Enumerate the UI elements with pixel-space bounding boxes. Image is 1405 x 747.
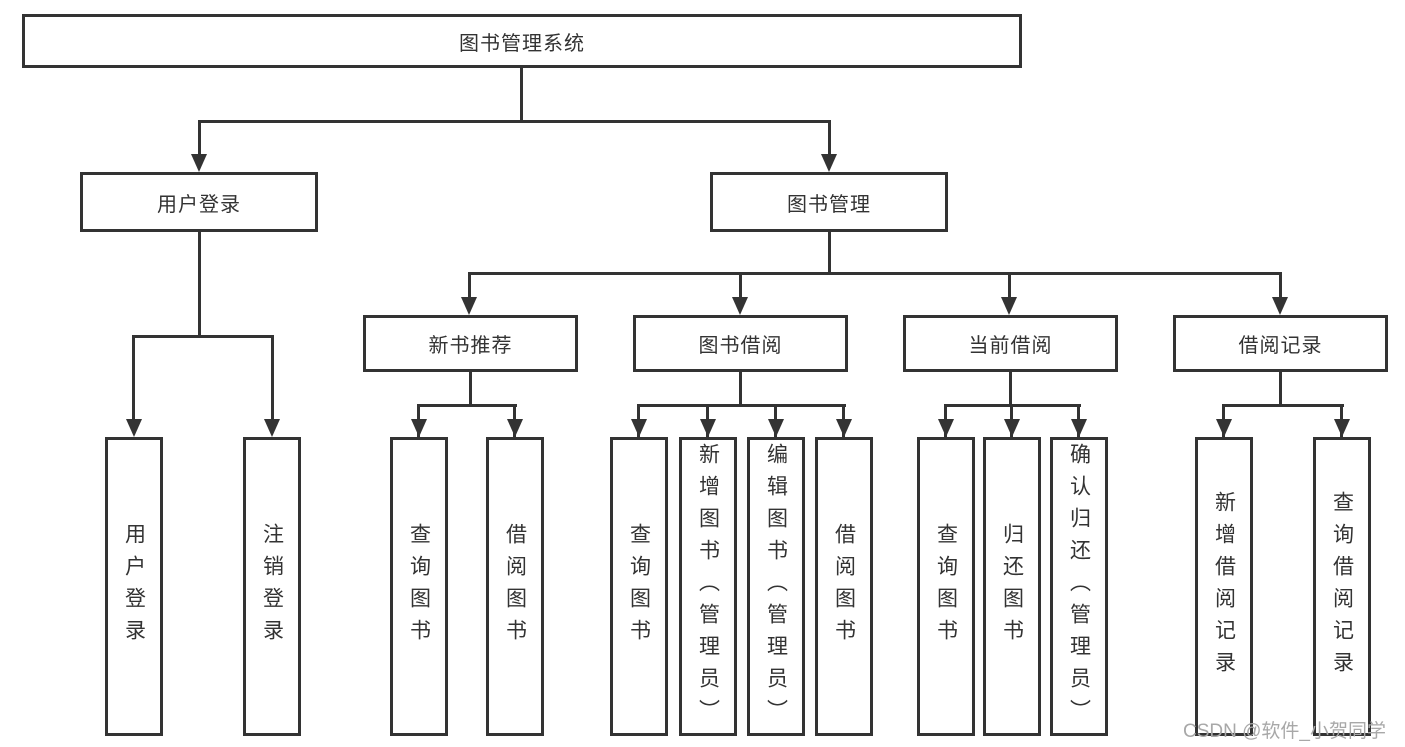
node-book-management-label: 图书管理 [787,193,871,216]
arrow-down-icon [836,419,852,437]
connector-root-stem-left [198,120,201,156]
arrow-down-icon [1004,419,1020,437]
connector-book-borrow-drop [739,372,742,404]
connector-book-mgmt-drop [828,232,831,272]
leaf-query-borrow-record: 查询借阅记录 [1313,437,1371,736]
leaf-user-login: 用户登录 [105,437,163,736]
node-library-system: 图书管理系统 [22,14,1022,68]
node-library-system-label: 图书管理系统 [459,32,585,55]
arrow-down-icon [631,419,647,437]
connector-root-rail [198,120,831,123]
connector-user-login-stem-2 [271,335,274,420]
leaf-add-borrow-record: 新增借阅记录 [1195,437,1253,736]
connector-new-book-rail [417,404,517,407]
leaf-edit-books-admin-label: 编辑图书（管理员） [764,442,788,731]
arrow-down-icon [768,419,784,437]
arrow-down-icon [1334,419,1350,437]
arrow-down-icon [1071,419,1087,437]
leaf-edit-books-admin: 编辑图书（管理员） [747,437,805,736]
arrow-down-icon [1216,419,1232,437]
arrow-down-icon [191,154,207,172]
arrow-down-icon [732,297,748,315]
node-new-book-recommend: 新书推荐 [363,315,578,372]
connector-new-book-drop [469,372,472,404]
arrow-down-icon [1272,297,1288,315]
leaf-logout: 注销登录 [243,437,301,736]
leaf-user-login-label: 用户登录 [122,522,146,651]
leaf-borrow-books-recommend: 借阅图书 [486,437,544,736]
leaf-confirm-return-admin: 确认归还（管理员） [1050,437,1108,736]
node-book-borrow: 图书借阅 [633,315,848,372]
connector-book-mgmt-stem-3 [1008,272,1011,299]
leaf-logout-label: 注销登录 [260,522,284,651]
arrow-down-icon [461,297,477,315]
leaf-query-books-recommend-label: 查询图书 [407,522,431,651]
connector-book-mgmt-stem-1 [468,272,471,299]
connector-user-login-rail [132,335,274,338]
node-current-borrow-label: 当前借阅 [968,335,1053,357]
leaf-borrow-books-label: 借阅图书 [832,522,856,651]
leaf-confirm-return-admin-label: 确认归还（管理员） [1067,442,1091,731]
leaf-query-books-current-label: 查询图书 [934,522,958,651]
connector-user-login-stem-1 [132,335,135,420]
connector-borrow-records-drop [1279,372,1282,404]
arrow-down-icon [126,419,142,437]
node-current-borrow: 当前借阅 [903,315,1118,372]
leaf-query-books-current: 查询图书 [917,437,975,736]
connector-borrow-records-rail [1222,404,1344,407]
connector-current-borrow-drop [1009,372,1012,404]
arrow-down-icon [938,419,954,437]
leaf-query-borrow-record-label: 查询借阅记录 [1330,490,1354,683]
node-book-borrow-label: 图书借阅 [698,335,783,357]
leaf-add-borrow-record-label: 新增借阅记录 [1212,490,1236,683]
node-borrow-records: 借阅记录 [1173,315,1388,372]
node-book-management: 图书管理 [710,172,948,232]
leaf-return-books-label: 归还图书 [1000,522,1024,651]
node-user-login-label: 用户登录 [157,193,241,216]
node-new-book-recommend-label: 新书推荐 [428,335,513,357]
connector-book-mgmt-stem-2 [739,272,742,299]
leaf-return-books: 归还图书 [983,437,1041,736]
leaf-query-books-borrow: 查询图书 [610,437,668,736]
arrow-down-icon [507,419,523,437]
arrow-down-icon [821,154,837,172]
leaf-add-books-admin: 新增图书（管理员） [679,437,737,736]
arrow-down-icon [1001,297,1017,315]
connector-book-mgmt-stem-4 [1279,272,1282,299]
leaf-add-books-admin-label: 新增图书（管理员） [696,442,720,731]
leaf-borrow-books: 借阅图书 [815,437,873,736]
node-user-login: 用户登录 [80,172,318,232]
leaf-borrow-books-recommend-label: 借阅图书 [503,522,527,651]
connector-user-login-drop [198,232,201,335]
arrow-down-icon [411,419,427,437]
leaf-query-books-recommend: 查询图书 [390,437,448,736]
arrow-down-icon [700,419,716,437]
csdn-watermark: CSDN @软件_小贺同学 [1183,721,1386,742]
connector-root-drop [520,68,523,120]
leaf-query-books-borrow-label: 查询图书 [627,522,651,651]
arrow-down-icon [264,419,280,437]
connector-root-stem-right [828,120,831,156]
connector-book-mgmt-rail [468,272,1282,275]
node-borrow-records-label: 借阅记录 [1238,335,1323,357]
connector-book-borrow-rail [637,404,846,407]
